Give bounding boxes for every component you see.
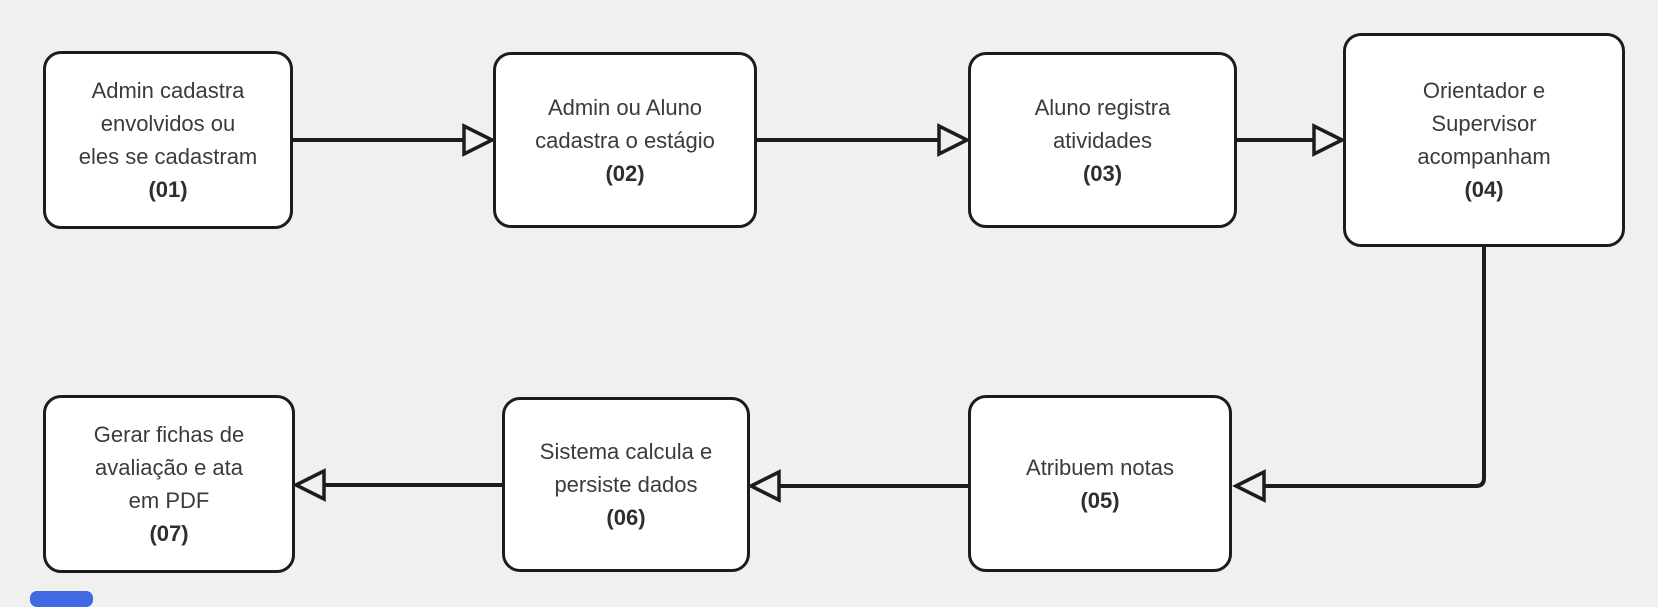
- node-label: Sistema calcula e persiste dados (06): [540, 435, 712, 534]
- node-06-sistema-calcula-persiste: Sistema calcula e persiste dados (06): [502, 397, 750, 572]
- node-label: Orientador e Supervisor acompanham (04): [1417, 74, 1550, 206]
- node-text-line: em PDF: [128, 488, 210, 513]
- arrowhead-left-icon: [747, 469, 781, 503]
- node-text-line: eles se cadastram: [78, 144, 258, 169]
- node-text-line: acompanham: [1417, 144, 1551, 169]
- node-text-line: Admin ou Aluno: [547, 94, 703, 120]
- node-text-line: cadastra o estágio: [535, 127, 715, 153]
- node-text-line: envolvidos ou: [100, 111, 236, 136]
- node-number: (07): [149, 521, 189, 546]
- node-label: Admin cadastra envolvidos ou eles se cad…: [79, 74, 258, 206]
- node-text-line: persiste dados: [554, 472, 698, 497]
- node-number: (01): [148, 177, 188, 202]
- node-text-line: Sistema calcula e: [539, 439, 713, 464]
- node-02-cadastra-estagio: Admin ou Aluno cadastra o estágio (02): [493, 52, 757, 228]
- node-text-line: Gerar fichas de: [93, 422, 245, 447]
- node-label: Admin ou Aluno cadastra o estágio (02): [535, 91, 715, 190]
- node-text-line: Aluno registra: [1034, 94, 1171, 120]
- node-text-line: Supervisor: [1431, 111, 1537, 136]
- arrowhead-right-icon: [1312, 123, 1346, 157]
- node-number: (04): [1464, 177, 1504, 202]
- bottom-left-accent-bar: [30, 591, 93, 607]
- node-03-aluno-registra-atividades: Aluno registra atividades (03): [968, 52, 1237, 228]
- node-text-line: Admin cadastra: [91, 78, 245, 103]
- node-04-orientador-supervisor-acompanham: Orientador e Supervisor acompanham (04): [1343, 33, 1625, 247]
- arrowhead-left-icon: [1232, 469, 1266, 503]
- node-number: (02): [605, 160, 645, 186]
- node-label: Atribuem notas (05): [1026, 451, 1174, 517]
- edge-line-04-05: [1263, 247, 1486, 488]
- node-05-atribuem-notas: Atribuem notas (05): [968, 395, 1232, 572]
- node-label: Gerar fichas de avaliação e ata em PDF (…: [94, 418, 244, 550]
- node-07-gerar-fichas-pdf: Gerar fichas de avaliação e ata em PDF (…: [43, 395, 295, 573]
- arrowhead-right-icon: [937, 123, 971, 157]
- node-number: (06): [606, 505, 646, 530]
- arrowhead-left-icon: [292, 468, 326, 502]
- node-label: Aluno registra atividades (03): [1035, 91, 1171, 190]
- node-01-admin-cadastra-envolvidos: Admin cadastra envolvidos ou eles se cad…: [43, 51, 293, 229]
- node-text-line: avaliação e ata: [95, 455, 243, 480]
- node-number: (03): [1082, 160, 1123, 186]
- node-text-line: Orientador e: [1422, 78, 1546, 103]
- node-number: (05): [1080, 487, 1120, 513]
- node-text-line: Atribuem notas: [1026, 454, 1174, 480]
- node-text-line: atividades: [1052, 127, 1153, 153]
- arrowhead-right-icon: [462, 123, 496, 157]
